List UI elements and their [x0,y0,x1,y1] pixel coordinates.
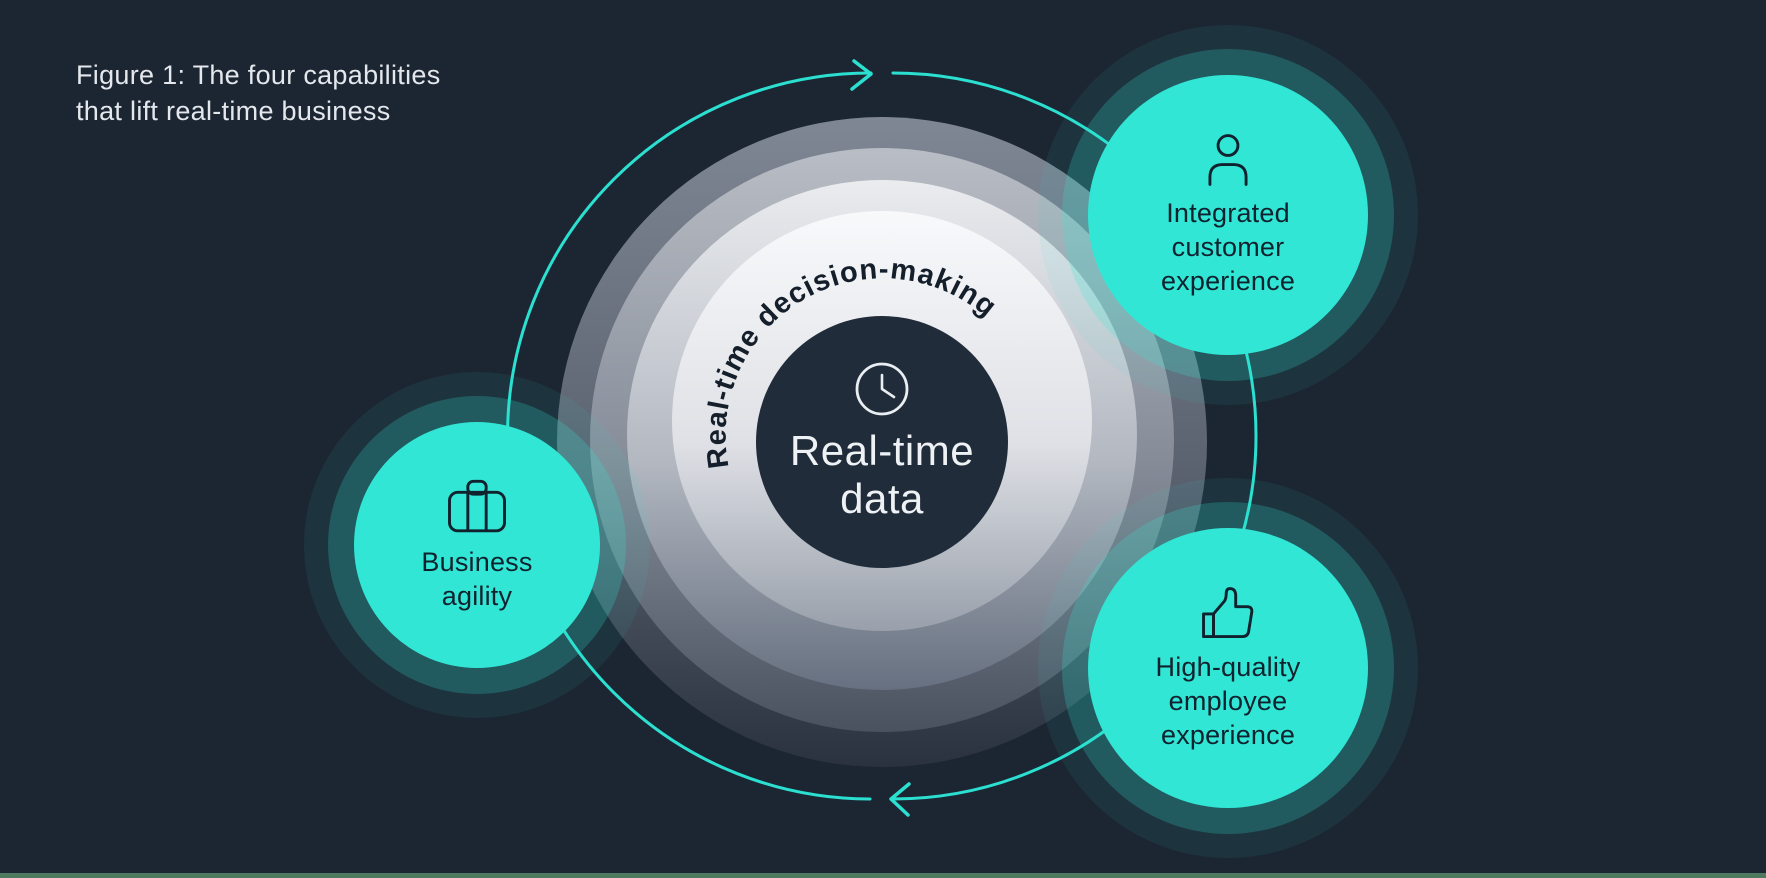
node-label: Integrated customer experience [1161,196,1295,298]
flow-arrow-top-icon [850,59,873,91]
node-label-line: Integrated [1166,197,1290,228]
thumbs-up-icon [1202,587,1254,638]
core-label-line2: data [840,475,924,522]
node-label-line: experience [1160,266,1296,296]
figure-title-line2: that lift real-time business [76,95,391,126]
clock-icon [855,362,909,416]
node-label-line: Business [421,546,533,577]
node-label-line: employee [1168,685,1288,716]
node-label-line: experience [1160,720,1296,750]
node-high-quality-employee-experience: High-quality employee experience [1088,528,1368,808]
flow-arrow-bottom-icon [889,782,911,817]
briefcase-icon [448,479,506,533]
core-label: Real-time data [790,427,974,523]
figure-title-line1: Figure 1: The four capabilities [76,60,441,90]
node-label: High-quality employee experience [1156,650,1301,752]
bottom-accent-strip [0,873,1766,878]
node-label-line: customer [1171,231,1285,262]
core-label-line1: Real-time [789,427,975,475]
orbit-arc-right [891,71,1258,801]
core-real-time-data: Real-time data [756,316,1008,568]
node-label-line: High-quality [1155,651,1301,682]
node-label: Business agility [421,545,532,613]
node-integrated-customer-experience: Integrated customer experience [1088,75,1368,355]
node-business-agility: Business agility [354,422,600,668]
figure-title: Figure 1: The four capabilities that lif… [76,58,441,129]
node-label-line: agility [441,581,513,611]
person-icon [1208,134,1248,186]
